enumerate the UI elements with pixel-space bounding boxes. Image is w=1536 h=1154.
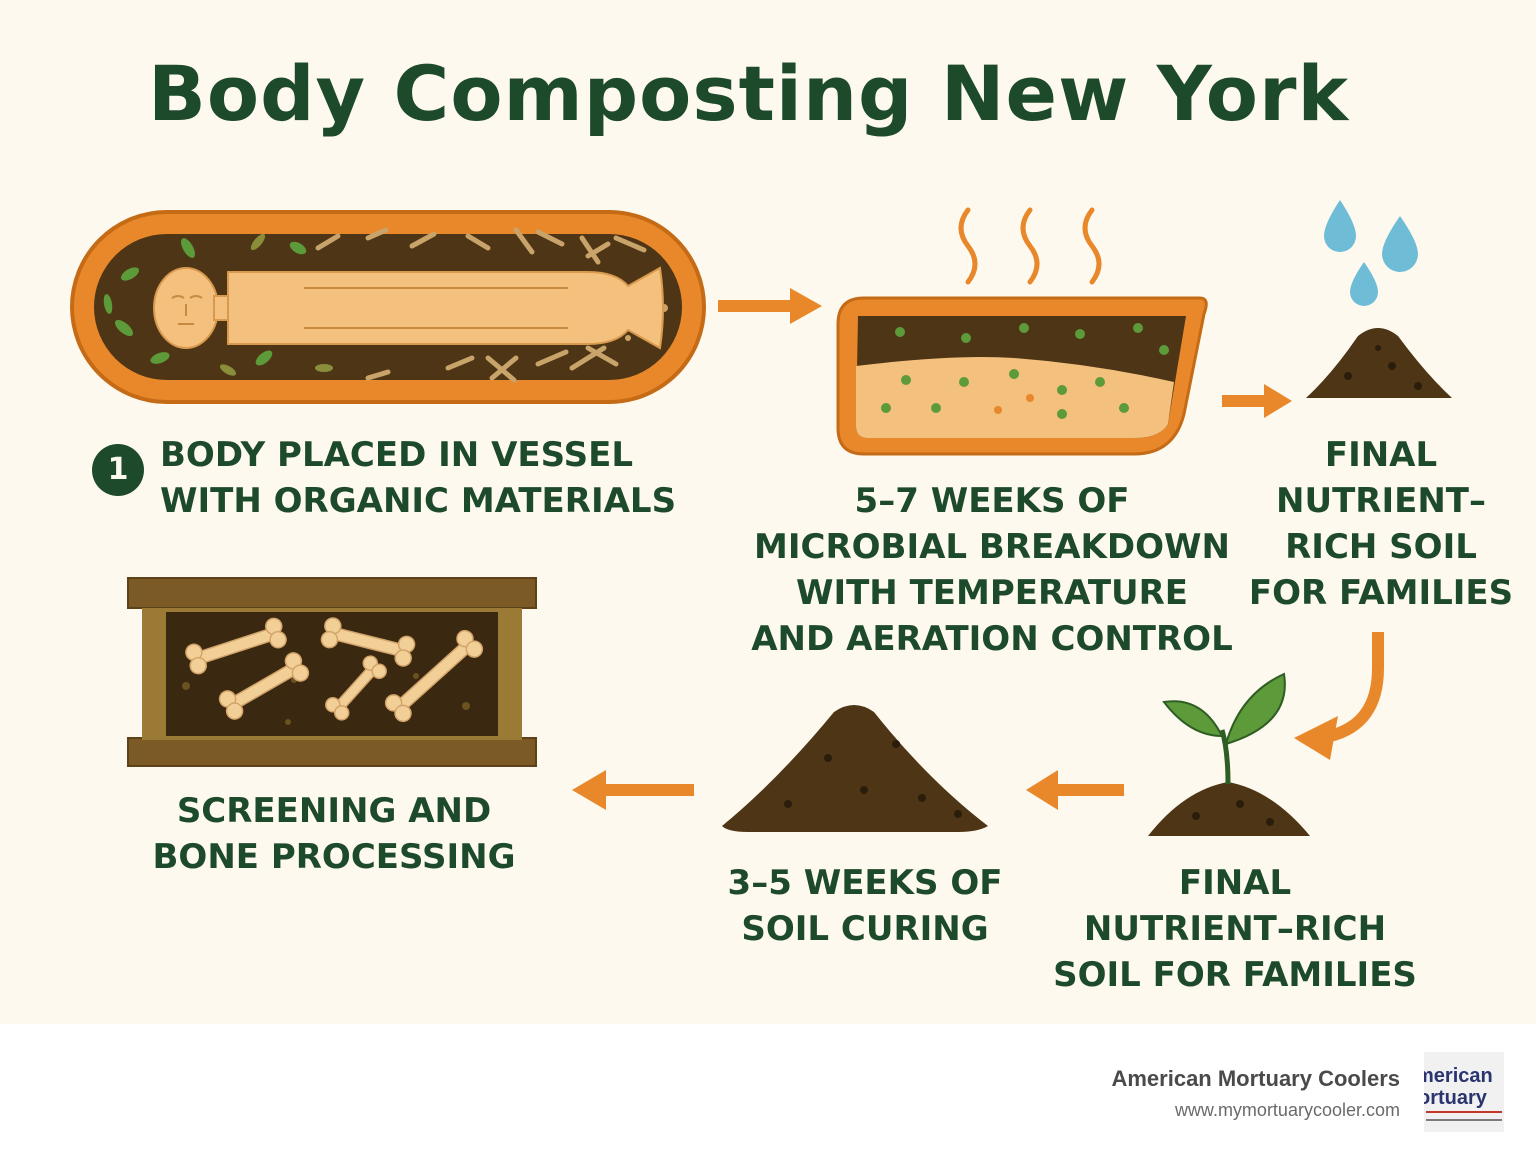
step-1-line: Body placed in vessel	[160, 435, 633, 475]
arrow-icon	[1222, 384, 1292, 418]
step-6-line: soil for families	[1053, 955, 1417, 995]
step-6-line: nutrient–rich	[1083, 909, 1387, 949]
step-5-label: 3–5 weeks of soil curing	[700, 860, 1030, 952]
step-number-badge: 1	[92, 444, 144, 496]
brand-logo: merican ortuary	[1424, 1052, 1504, 1132]
bone-box-icon	[127, 577, 537, 767]
step-3-line: nutrient–	[1276, 481, 1486, 521]
step-2-line: and aeration control	[751, 619, 1233, 659]
step-6-line: Final	[1178, 863, 1292, 903]
step-3-line: for families	[1248, 573, 1514, 613]
page-title: Body Composting New York	[148, 49, 1350, 138]
step-5-line: 3–5 weeks of	[727, 863, 1003, 903]
logo-image: merican ortuary	[1424, 1052, 1504, 1132]
soil-vessel-icon	[836, 296, 1208, 456]
step-3-line: rich soil	[1285, 527, 1477, 567]
step-2-label: 5–7 weeks of microbial breakdown with te…	[744, 478, 1240, 662]
water-drops-icon	[1324, 200, 1418, 306]
steam-icon	[958, 207, 1102, 285]
brand-url[interactable]: www.mymortuarycooler.com	[1174, 1100, 1400, 1120]
step-2-line: 5–7 weeks of	[854, 481, 1130, 521]
arrow-icon	[1026, 770, 1124, 810]
step-1-label: Body placed in vessel with organic mater…	[160, 432, 676, 524]
vessel-body-icon	[70, 210, 706, 404]
step-3-line: Final	[1324, 435, 1438, 475]
step-1-line: with organic materials	[160, 481, 677, 521]
arrow-icon	[718, 288, 822, 324]
svg-text:ortuary: ortuary	[1424, 1087, 1488, 1109]
step-2-line: with temperature	[795, 573, 1189, 613]
step-2-line: microbial breakdown	[754, 527, 1230, 567]
infographic-canvas: Body Composting New York	[0, 0, 1536, 1024]
step-5-line: soil curing	[741, 909, 989, 949]
footer: American Mortuary Coolers www.mymortuary…	[0, 1024, 1536, 1154]
step-4-label: Screening and bone processing	[124, 788, 544, 880]
step-6-label: Final nutrient–rich soil for families	[1040, 860, 1430, 998]
step-3-label: Final nutrient– rich soil for families	[1246, 432, 1516, 616]
svg-text:merican: merican	[1424, 1065, 1493, 1087]
soil-pile-icon	[1306, 328, 1452, 398]
step-4-line: Screening and	[176, 791, 492, 831]
step-4-line: bone processing	[152, 837, 516, 877]
brand-name: American Mortuary Coolers	[1111, 1066, 1400, 1091]
arrow-icon	[572, 770, 694, 810]
sprout-icon	[1148, 672, 1310, 836]
arrow-icon	[1294, 632, 1384, 760]
soil-pile-icon	[722, 705, 988, 832]
